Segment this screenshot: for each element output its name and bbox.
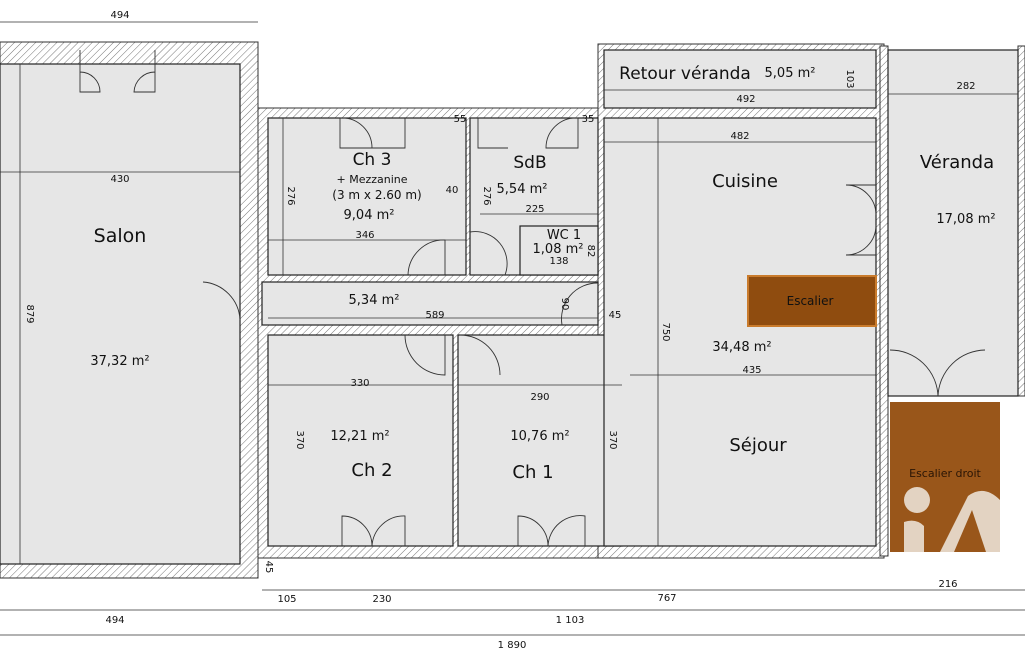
salon-room bbox=[0, 63, 241, 565]
corridor-area: 5,34 m² bbox=[349, 293, 400, 308]
escalier-stairs bbox=[747, 275, 877, 327]
dim-230: 230 bbox=[372, 594, 391, 605]
salon-height: 879 bbox=[24, 304, 35, 323]
veranda-area: 17,08 m² bbox=[936, 212, 995, 227]
dim-45: 45 bbox=[263, 561, 274, 574]
ch3-note2: (3 m x 2.60 m) bbox=[332, 188, 421, 202]
sdb-area: 5,54 m² bbox=[497, 182, 548, 197]
dim-105: 105 bbox=[277, 594, 296, 605]
ch3-area: 9,04 m² bbox=[344, 208, 395, 223]
retour-veranda-width: 492 bbox=[736, 94, 755, 105]
salon-area: 37,32 m² bbox=[90, 354, 149, 369]
sejour-room bbox=[603, 117, 877, 547]
wc-label: WC 1 bbox=[547, 228, 581, 243]
sdb-label: SdB bbox=[513, 153, 546, 173]
ch3-height: 276 bbox=[285, 186, 296, 205]
sdb-height: 276 bbox=[481, 186, 492, 205]
wc-room bbox=[519, 225, 599, 276]
interior-dimensions bbox=[0, 21, 1025, 636]
retour-veranda-label: Retour véranda bbox=[619, 64, 751, 84]
dim-216: 216 bbox=[938, 579, 957, 590]
cuisine-label: Cuisine bbox=[712, 171, 778, 192]
ch1-width: 290 bbox=[530, 392, 549, 403]
escalier-label: Escalier bbox=[787, 294, 834, 308]
salon-label: Salon bbox=[94, 225, 147, 247]
dim-767: 767 bbox=[657, 593, 676, 604]
dim-top: 494 bbox=[110, 10, 129, 21]
wc-area: 1,08 m² bbox=[533, 242, 584, 257]
sejour-width: 435 bbox=[742, 365, 761, 376]
cuisine-width: 482 bbox=[730, 131, 749, 142]
corridor-door: 90 bbox=[559, 298, 570, 311]
dim-1103: 1 103 bbox=[556, 615, 585, 626]
dim-total: 1 890 bbox=[498, 640, 527, 650]
ch2-area: 12,21 m² bbox=[330, 429, 389, 444]
veranda-room bbox=[887, 49, 1019, 397]
ch2-width: 330 bbox=[350, 378, 369, 389]
ch1-area: 10,76 m² bbox=[510, 429, 569, 444]
dim-494-bottom: 494 bbox=[105, 615, 124, 626]
ch3-width: 346 bbox=[355, 230, 374, 241]
veranda-width: 282 bbox=[956, 81, 975, 92]
wc-height: 82 bbox=[585, 245, 596, 258]
ch3-note1: + Mezzanine bbox=[336, 173, 407, 186]
retour-veranda-area: 5,05 m² bbox=[765, 66, 816, 81]
corridor-offset: 45 bbox=[609, 310, 622, 321]
salon-width: 430 bbox=[110, 174, 129, 185]
ch1-label: Ch 1 bbox=[512, 462, 553, 483]
wc-width: 138 bbox=[549, 256, 568, 267]
ch3-notch: 40 bbox=[446, 185, 459, 196]
retour-veranda-room bbox=[603, 49, 877, 109]
ch3-top: 55 bbox=[454, 114, 467, 125]
ch2-height: 370 bbox=[294, 430, 305, 449]
ch1-room bbox=[457, 334, 623, 547]
sdb-top: 35 bbox=[582, 114, 595, 125]
ch3-room bbox=[267, 117, 467, 276]
corridor-width: 589 bbox=[425, 310, 444, 321]
veranda-label: Véranda bbox=[920, 152, 994, 173]
ch2-room bbox=[267, 334, 454, 547]
ch2-label: Ch 2 bbox=[351, 460, 392, 481]
cuisine-height: 750 bbox=[660, 322, 671, 341]
ch1-height: 370 bbox=[607, 430, 618, 449]
sdb-width: 225 bbox=[525, 204, 544, 215]
retour-veranda-height: 103 bbox=[844, 69, 855, 88]
sejour-area: 34,48 m² bbox=[712, 340, 771, 355]
doors bbox=[79, 50, 986, 547]
ia-logo bbox=[904, 487, 1000, 552]
ch3-label: Ch 3 bbox=[353, 150, 392, 170]
escalier-droit-label: Escalier droit bbox=[909, 467, 981, 480]
sejour-label: Séjour bbox=[729, 435, 787, 456]
